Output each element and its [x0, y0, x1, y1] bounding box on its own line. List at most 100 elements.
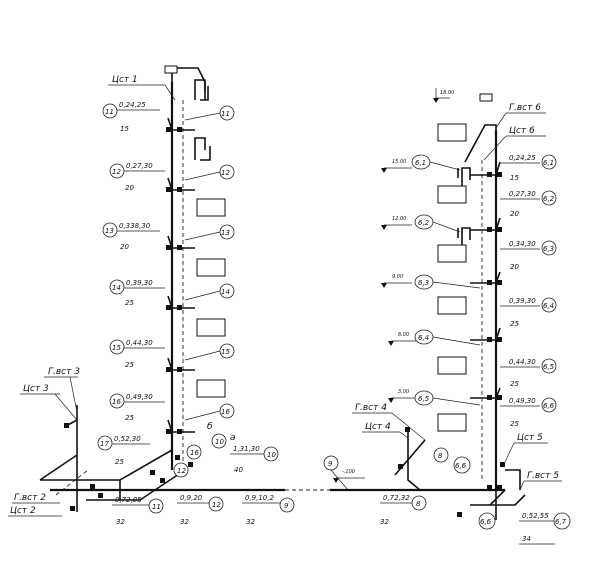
svg-text:11: 11 [221, 110, 230, 118]
label-tst6: Цст 6 [509, 126, 535, 136]
svg-text:0,44,30: 0,44,30 [126, 339, 153, 347]
label-gvst5: Г.вст 5 [527, 471, 559, 481]
svg-text:12.00: 12.00 [392, 216, 406, 222]
svg-text:20: 20 [510, 263, 519, 271]
right-labels: 18.00 15.00 12.00 9.00 6.00 3.00 -.100 6… [333, 88, 571, 545]
svg-text:0,24,25: 0,24,25 [119, 101, 146, 109]
svg-text:0,27,30: 0,27,30 [126, 162, 153, 170]
svg-text:6,7: 6,7 [555, 518, 567, 526]
svg-text:12: 12 [212, 501, 221, 509]
svg-text:15: 15 [510, 174, 519, 182]
left-main-iso-3 [86, 469, 186, 501]
svg-text:32: 32 [380, 518, 389, 526]
svg-text:25: 25 [510, 380, 519, 388]
svg-text:25: 25 [125, 361, 134, 369]
svg-text:6,2: 6,2 [418, 219, 430, 227]
label-gvst2: Г.вст 2 [14, 493, 46, 503]
svg-text:16: 16 [221, 408, 230, 416]
svg-text:18.00: 18.00 [440, 90, 454, 96]
svg-text:6,3: 6,3 [543, 245, 554, 253]
elevation-marks: 18.00 15.00 12.00 9.00 6.00 3.00 -.100 [333, 88, 454, 483]
label-b: б [207, 422, 213, 432]
label-node10: 10 [215, 438, 224, 446]
left-labels: Цст 1 11 12 13 14 15 16 11 0,24,25 15 12… [8, 75, 295, 526]
left-valves [166, 127, 182, 434]
svg-text:0,39,30: 0,39,30 [126, 279, 153, 287]
svg-text:15: 15 [112, 344, 121, 352]
label-tst5: Цст 5 [517, 433, 543, 443]
label-tst3: Цст 3 [23, 384, 49, 394]
right-system [330, 93, 526, 520]
left-main-iso-1 [40, 449, 173, 481]
svg-text:32: 32 [116, 518, 125, 526]
svg-text:6,5: 6,5 [418, 395, 430, 403]
label-gvst3: Г.вст 3 [48, 367, 80, 377]
svg-text:0,9,20: 0,9,20 [180, 494, 203, 502]
left-floor-node-circles: 11 12 13 14 15 16 [184, 105, 235, 421]
left-bottom-valves [70, 455, 193, 511]
left-main-iso-2 [39, 454, 78, 481]
left-floor-branches [167, 117, 195, 433]
svg-text:9: 9 [284, 502, 289, 510]
svg-text:25: 25 [510, 420, 519, 428]
svg-text:6,1: 6,1 [543, 159, 554, 167]
svg-text:6,4: 6,4 [543, 302, 554, 310]
svg-text:6.00: 6.00 [398, 332, 409, 338]
label-tst2: Цст 2 [10, 506, 36, 516]
svg-text:8: 8 [416, 500, 421, 508]
left-system [39, 65, 330, 512]
left-towel-rail-1 [194, 79, 209, 101]
svg-text:32: 32 [180, 518, 189, 526]
svg-text:25: 25 [115, 458, 124, 466]
svg-text:-.100: -.100 [342, 469, 355, 475]
svg-text:0,27,30: 0,27,30 [509, 190, 536, 198]
svg-text:0,9,10,2: 0,9,10,2 [245, 494, 274, 502]
svg-text:10: 10 [267, 451, 276, 459]
svg-text:0,72,05: 0,72,05 [115, 496, 142, 504]
svg-text:13: 13 [105, 227, 114, 235]
svg-text:12: 12 [221, 169, 230, 177]
svg-text:6,4: 6,4 [418, 334, 429, 342]
svg-text:15: 15 [221, 348, 230, 356]
label-node9: 9 [328, 460, 333, 468]
svg-text:0,338,30: 0,338,30 [119, 222, 151, 230]
svg-text:14: 14 [112, 284, 121, 292]
svg-text:6,5: 6,5 [543, 363, 555, 371]
svg-text:0,49,30: 0,49,30 [509, 397, 536, 405]
svg-text:6,3: 6,3 [418, 279, 429, 287]
label-r-bottom-spec: 0,72,32 [383, 494, 410, 502]
svg-text:14: 14 [221, 288, 230, 296]
svg-text:0,52,55: 0,52,55 [522, 512, 549, 520]
middle: 9 [323, 455, 349, 491]
right-top-loop [464, 124, 497, 163]
svg-text:0,44,30: 0,44,30 [509, 358, 536, 366]
right-node-specs: 0,24,25 6,1 15 0,27,30 6,2 20 0,34,30 6,… [500, 154, 557, 428]
label-node66a: 6,6 [455, 462, 467, 470]
label-node8: 8 [438, 452, 443, 460]
svg-text:6,2: 6,2 [543, 195, 555, 203]
label-a: а [230, 433, 236, 443]
svg-text:20: 20 [125, 184, 134, 192]
right-valves [457, 172, 505, 517]
right-floor-node-circles: 6,1 6,2 6,3 6,4 6,5 [411, 154, 481, 406]
svg-text:9.00: 9.00 [392, 274, 403, 280]
left-bottom-specs: 0,72,05 11 32 0,9,20 12 32 0,9,10,2 9 32… [112, 445, 295, 526]
svg-text:17: 17 [100, 440, 109, 448]
svg-text:15: 15 [120, 125, 129, 133]
right-radiators [437, 123, 467, 432]
label-gvst6: Г.вст 6 [509, 103, 541, 113]
label-node12: 12 [177, 467, 186, 475]
svg-text:25: 25 [125, 414, 134, 422]
svg-text:25: 25 [125, 299, 134, 307]
svg-text:3.00: 3.00 [398, 389, 409, 395]
svg-text:0,39,30: 0,39,30 [509, 297, 536, 305]
svg-text:6,1: 6,1 [415, 159, 426, 167]
svg-text:0,52,30: 0,52,30 [114, 435, 141, 443]
svg-text:0,24,25: 0,24,25 [509, 154, 536, 162]
svg-text:15.00: 15.00 [392, 159, 406, 165]
svg-text:32: 32 [246, 518, 255, 526]
svg-text:20: 20 [510, 210, 519, 218]
svg-text:20: 20 [120, 243, 129, 251]
